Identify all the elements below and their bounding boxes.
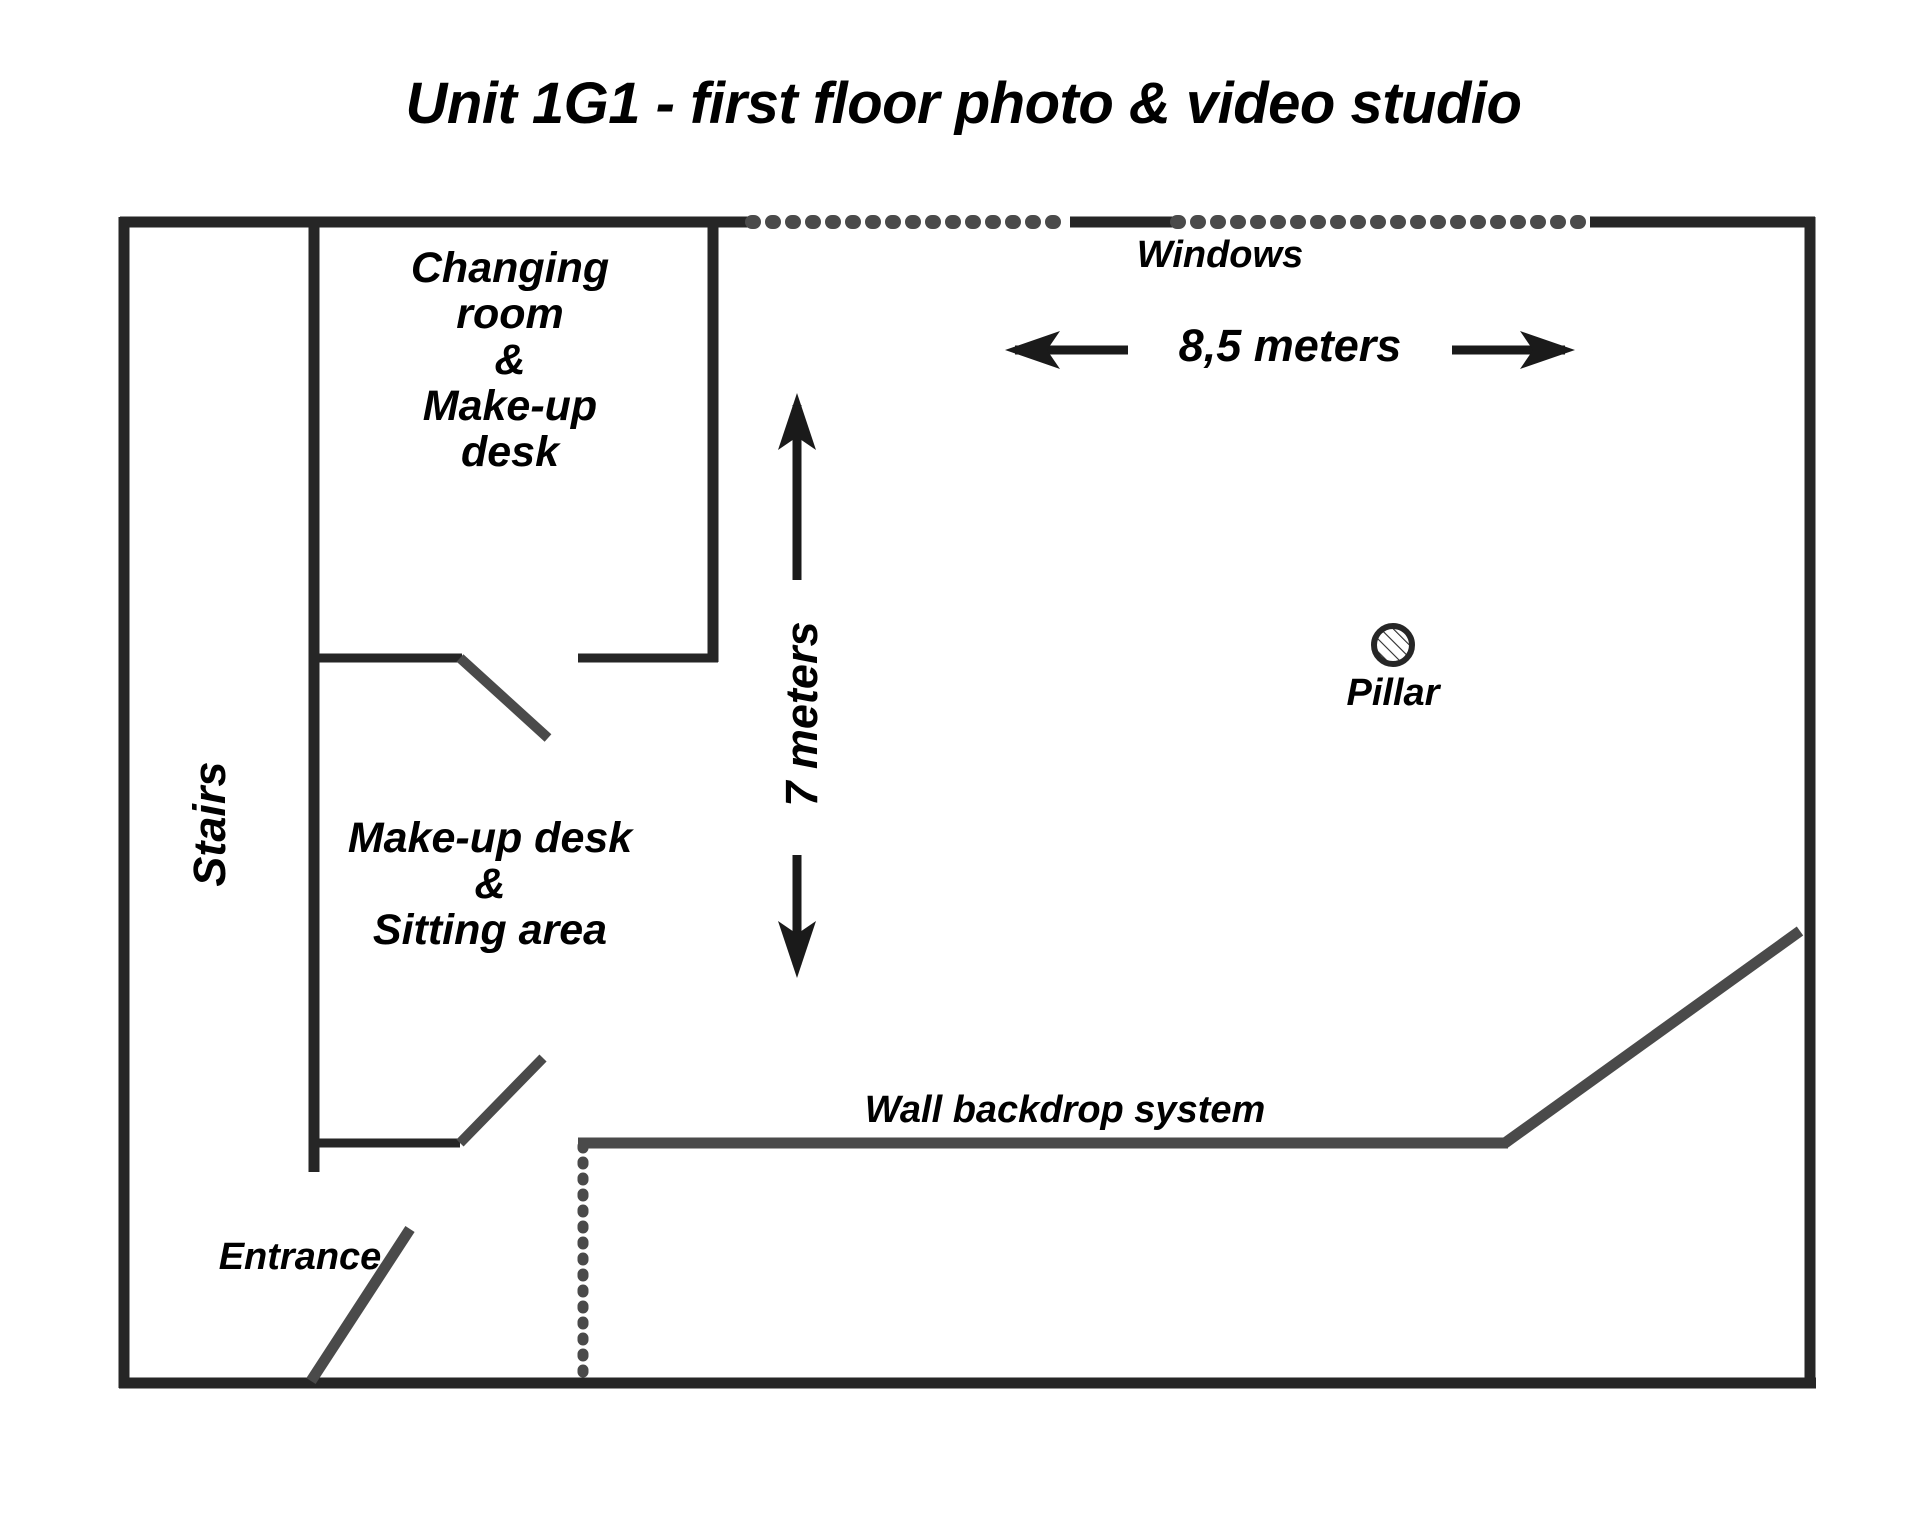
- sitting-area-door-leaf: [456, 1054, 547, 1147]
- changing-room-door-leaf: [456, 654, 552, 742]
- pillar-icon: [1371, 623, 1415, 667]
- wall-backdrop-label: Wall backdrop system: [864, 1089, 1266, 1131]
- entrance-label: Entrance: [218, 1236, 382, 1278]
- pillar-label: Pillar: [1346, 672, 1440, 714]
- entrance-door-leaf: [306, 1225, 415, 1385]
- width-dimension-arrow: [1005, 331, 1575, 369]
- makeup-sitting-area-label: Make-up desk & Sitting area: [347, 814, 633, 954]
- stairs-label: Stairs: [183, 761, 235, 887]
- backdrop-diagonal-cove: [1501, 926, 1804, 1148]
- changing-room-label: Changing room & Make-up desk: [410, 244, 610, 476]
- depth-dimension-label: 7 meters: [775, 621, 827, 807]
- width-dimension-label: 8,5 meters: [1178, 320, 1402, 371]
- page-title: Unit 1G1 - first floor photo & video stu…: [405, 71, 1522, 136]
- depth-dimension-arrow: [778, 393, 816, 978]
- windows-label: Windows: [1136, 234, 1304, 276]
